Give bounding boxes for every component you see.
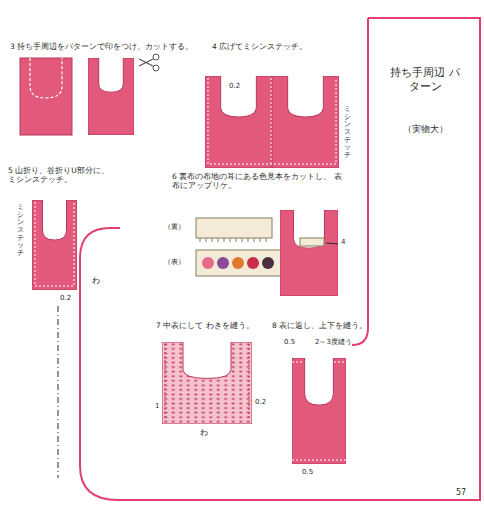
- step-text: 3 持ち手周辺をパターンで印をつけ、カットする。: [10, 42, 193, 51]
- color-sample: [217, 257, 229, 269]
- step-text: 4 広げてミシンステッチ。: [212, 42, 307, 51]
- bag: [280, 210, 338, 296]
- scissors: [139, 59, 153, 66]
- cut-mark: [30, 58, 62, 98]
- side-label: （表）: [164, 258, 185, 267]
- fold-mark: わ: [200, 428, 208, 438]
- bag-right: [272, 76, 339, 168]
- stitch-label: ミシンステッチ: [17, 204, 24, 258]
- step3-figure: [20, 54, 159, 135]
- step6-figure: [196, 210, 338, 296]
- dimension: 2～3度縫う: [315, 338, 352, 347]
- dimension: 0.2: [229, 82, 240, 91]
- bag-inside-out: [162, 342, 252, 424]
- dimension: 0.5: [302, 468, 313, 477]
- step-text: 7 中表にして わきを縫う。: [156, 321, 254, 330]
- dimension: 0.2: [60, 294, 71, 303]
- fold-line: [58, 306, 59, 478]
- pattern-title: 持ち手周辺 パターン: [385, 66, 465, 94]
- page-number: 57: [456, 488, 466, 498]
- color-sample: [262, 257, 274, 269]
- callout-number: 1: [155, 402, 159, 411]
- callout-number: 4: [341, 238, 345, 247]
- step4-figure: [205, 76, 339, 168]
- dimension: 0.2: [255, 398, 266, 407]
- stitch-line: [292, 362, 346, 460]
- stitch-line: [165, 344, 249, 420]
- stitch-label: ミシンステッチ: [344, 106, 351, 160]
- dimension: 0.5: [284, 338, 295, 347]
- stitch-line: [35, 202, 74, 286]
- step-text: 8 表に返し、上下を縫う。: [272, 321, 367, 330]
- step5-figure: [32, 200, 77, 290]
- bag: [32, 200, 77, 290]
- fabric-back: [196, 218, 272, 238]
- selvage-fringe: [200, 238, 266, 242]
- color-sample: [232, 257, 244, 269]
- bag-left: [205, 76, 272, 168]
- pattern-scale: （実物大）: [385, 124, 465, 135]
- fold-mark: わ: [92, 276, 100, 286]
- pattern-edge: [80, 18, 480, 500]
- applique: [300, 238, 324, 246]
- bag: [292, 358, 346, 464]
- step8-figure: [292, 358, 346, 464]
- scissors: [153, 65, 159, 71]
- side-label: （裏）: [164, 223, 185, 232]
- dot-texture: [162, 342, 252, 424]
- leader-line: [326, 243, 338, 244]
- folded-fabric: [20, 58, 72, 135]
- pattern-outline: [80, 18, 480, 500]
- fabric-front: [196, 250, 282, 276]
- handle-edge: [352, 18, 368, 345]
- cut-bag: [88, 58, 134, 135]
- color-sample: [202, 257, 214, 269]
- step7-figure: [162, 342, 252, 424]
- scissors: [153, 54, 159, 60]
- step-text: 6 裏布の布地の耳にある色見本をカットし、 表布にアップリケ。: [172, 172, 344, 191]
- stitch-line: [208, 78, 336, 164]
- color-sample: [247, 257, 259, 269]
- step-text: 5 山折り、谷折りU部分に、 ミシンステッチ。: [8, 166, 118, 185]
